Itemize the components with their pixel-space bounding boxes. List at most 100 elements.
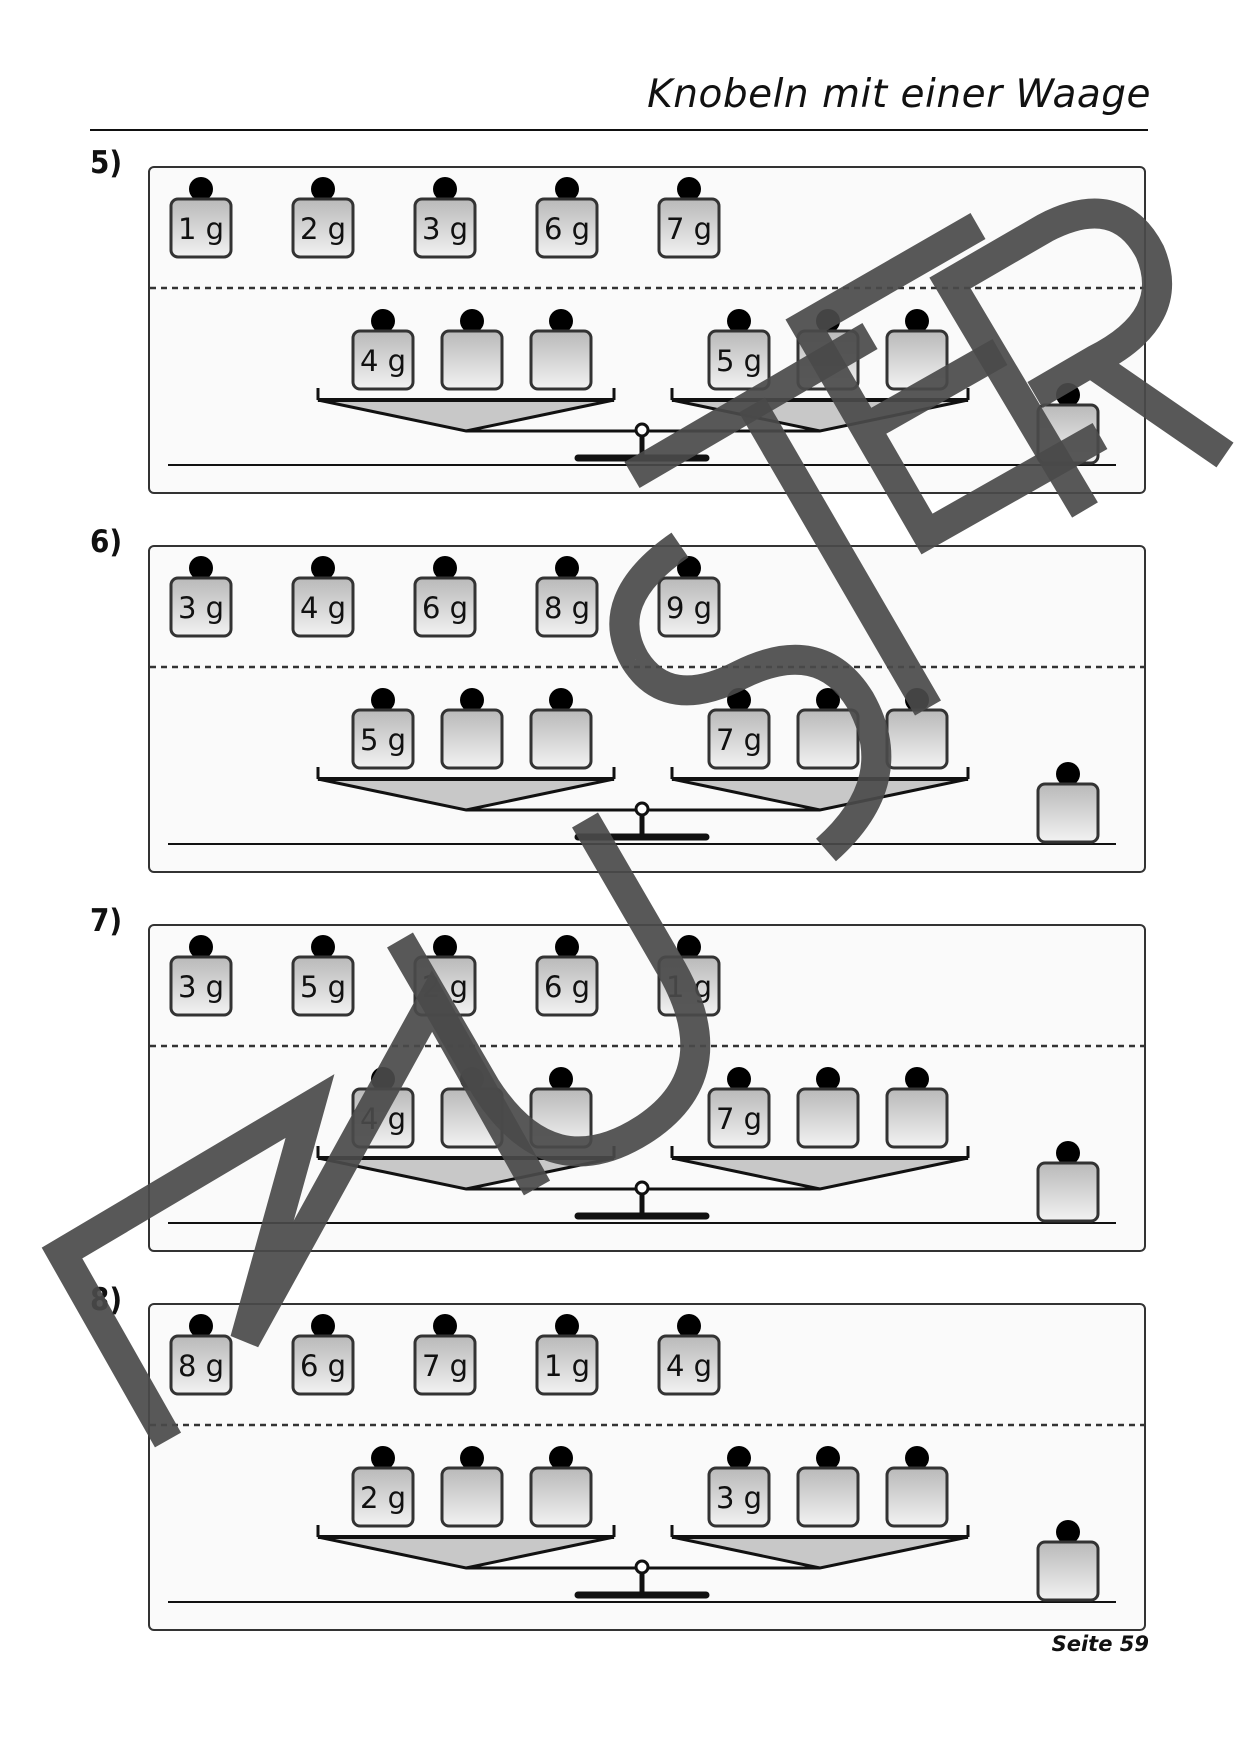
left-pan-weight: 5 g (351, 688, 415, 770)
weight-label: 3 g (178, 970, 224, 1004)
exercise-frame: 1 g 2 g 3 g 6 g 7 g 4 g 5 g (148, 166, 1146, 494)
weight-box (885, 329, 949, 391)
weight-label: 7 g (716, 1102, 762, 1136)
given-weight: 6 g (535, 935, 599, 1017)
weight-label: 7 g (716, 723, 762, 757)
weight-knob (555, 935, 579, 959)
weight-label: 5 g (300, 970, 346, 1004)
weight-label: 7 g (666, 212, 712, 246)
balance-puzzle: 3 g 5 g 2 g 6 g 1 g 4 g 7 g (150, 935, 1146, 1224)
weight-box (529, 708, 593, 770)
weight-label: 6 g (544, 212, 590, 246)
weight-box (885, 708, 949, 770)
weight-knob (555, 556, 579, 580)
weight-knob (433, 1314, 457, 1338)
weight-knob (311, 556, 335, 580)
weight-box (440, 1466, 504, 1528)
given-weight: 6 g (535, 177, 599, 259)
left-pan-weight (440, 688, 504, 770)
weight-knob (460, 1446, 484, 1470)
weight-label: 5 g (360, 723, 406, 757)
balance-pivot (634, 1559, 650, 1575)
weight-knob (727, 1446, 751, 1470)
given-weight: 7 g (413, 1314, 477, 1396)
right-pan (670, 1146, 970, 1191)
weight-box (657, 1334, 721, 1396)
weight-label: 2 g (300, 212, 346, 246)
weight-box (1036, 782, 1100, 844)
weight-knob (460, 688, 484, 712)
right-pan-weight: 5 g (707, 309, 771, 391)
weight-knob (311, 177, 335, 201)
weight-knob (555, 1314, 579, 1338)
right-pan (670, 1525, 970, 1570)
exercise-number: 6) (90, 524, 123, 560)
weight-knob (460, 309, 484, 333)
weight-knob (189, 177, 213, 201)
weight-box (291, 576, 355, 638)
weight-label: 1 g (544, 1349, 590, 1383)
given-weight: 1 g (535, 1314, 599, 1396)
weight-knob (905, 1446, 929, 1470)
given-weight: 7 g (657, 177, 721, 259)
left-pan-weight: 4 g (351, 309, 415, 391)
weight-box (529, 1087, 593, 1149)
given-weight: 3 g (169, 556, 233, 638)
left-pan-weight (440, 1067, 504, 1149)
weight-knob (816, 688, 840, 712)
weight-knob (727, 688, 751, 712)
weight-knob (371, 688, 395, 712)
weight-label: 3 g (716, 1481, 762, 1515)
weight-label: 4 g (360, 1102, 406, 1136)
spare-weight (1036, 1141, 1100, 1223)
right-pan (670, 388, 970, 433)
weight-knob (816, 1446, 840, 1470)
weight-label: 2 g (422, 970, 468, 1004)
spare-weight (1036, 383, 1100, 465)
given-weight: 5 g (291, 935, 355, 1017)
weight-box (535, 197, 599, 259)
weight-knob (1056, 762, 1080, 786)
weight-knob (433, 556, 457, 580)
spare-weight (1036, 762, 1100, 844)
weight-knob (433, 935, 457, 959)
weight-knob (189, 556, 213, 580)
weight-knob (549, 1067, 573, 1091)
left-pan-weight (440, 309, 504, 391)
weight-knob (1056, 383, 1080, 407)
exercise-number: 7) (90, 903, 123, 939)
weight-box (413, 197, 477, 259)
left-pan-weight (440, 1446, 504, 1528)
weight-knob (677, 1314, 701, 1338)
weight-box (169, 576, 233, 638)
weight-box (1036, 403, 1100, 465)
weight-label: 2 g (360, 1481, 406, 1515)
weight-label: 8 g (178, 1349, 224, 1383)
given-weight: 1 g (169, 177, 233, 259)
weight-box (440, 708, 504, 770)
weight-knob (549, 688, 573, 712)
weight-box (529, 329, 593, 391)
weight-label: 8 g (544, 591, 590, 625)
weight-knob (311, 935, 335, 959)
weight-knob (905, 1067, 929, 1091)
right-pan-weight (796, 1446, 860, 1528)
weight-box (440, 1087, 504, 1149)
weight-box (657, 197, 721, 259)
given-weight: 9 g (657, 556, 721, 638)
given-weight: 6 g (291, 1314, 355, 1396)
weight-knob (311, 1314, 335, 1338)
right-pan-weight (796, 309, 860, 391)
weight-knob (816, 1067, 840, 1091)
given-weight: 8 g (535, 556, 599, 638)
given-weight: 3 g (413, 177, 477, 259)
weight-knob (905, 309, 929, 333)
balance-pivot (634, 422, 650, 438)
weight-box (535, 576, 599, 638)
weight-box (440, 329, 504, 391)
weight-box (413, 576, 477, 638)
given-weight: 1 g (657, 935, 721, 1017)
